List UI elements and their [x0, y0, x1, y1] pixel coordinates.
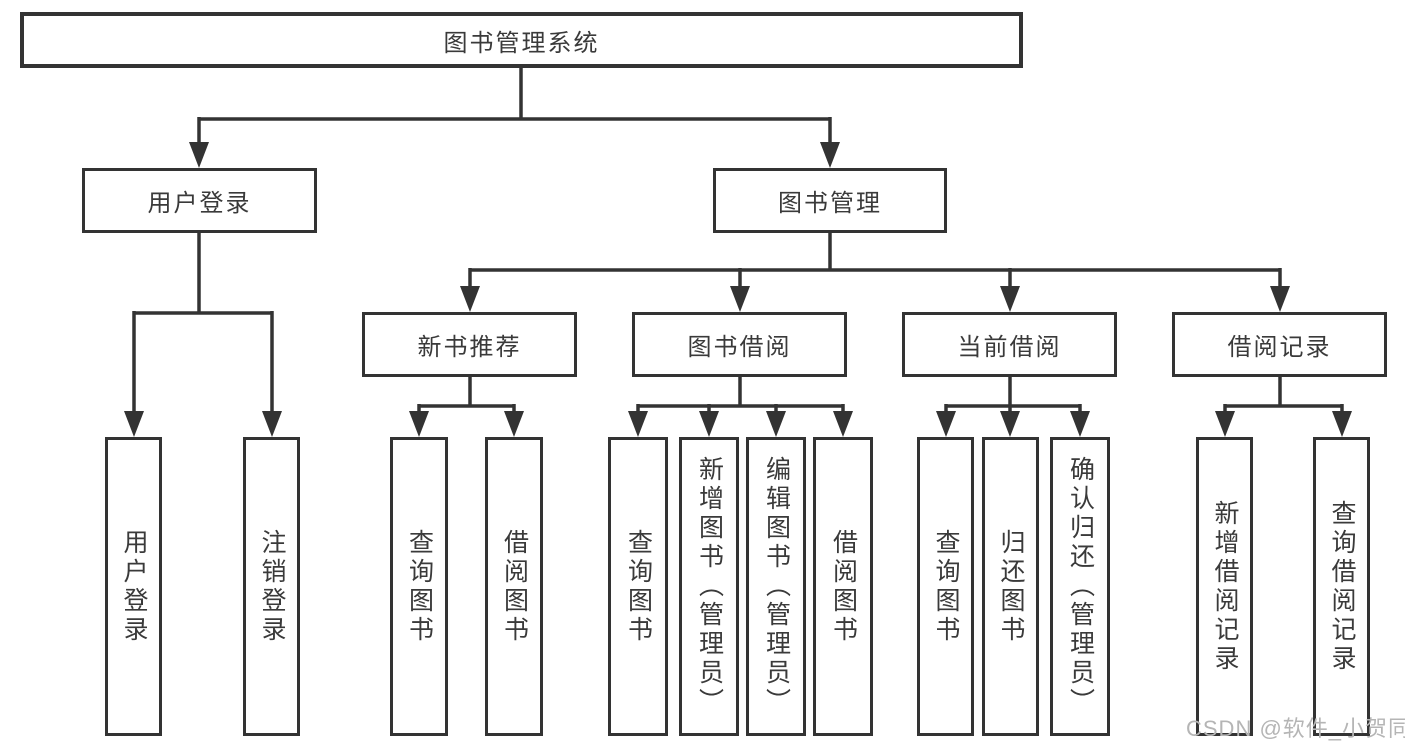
csdn-watermark: CSDN @软件_小贺同学	[1186, 716, 1405, 741]
node-book-management: 图书管理	[713, 168, 947, 233]
leaf-query-books-current: 查询图书	[917, 437, 974, 736]
node-current-borrowing: 当前借阅	[902, 312, 1117, 377]
node-book-borrowing: 图书借阅	[632, 312, 847, 377]
arrowheads	[124, 142, 1352, 437]
tree-edges	[132, 66, 1344, 414]
leaf-query-borrow-record-label: 查询借阅记录	[1328, 499, 1356, 674]
leaf-add-books-admin-label: 新增图书（管理员）	[695, 456, 724, 717]
leaf-return-books: 归还图书	[982, 437, 1039, 736]
node-user-login: 用户登录	[82, 168, 317, 233]
leaf-borrow-books-recommend: 借阅图书	[485, 437, 543, 736]
leaf-logout: 注销登录	[243, 437, 300, 736]
leaf-logout-label: 注销登录	[258, 528, 286, 645]
leaf-confirm-return-admin: 确认归还（管理员）	[1050, 437, 1110, 736]
node-new-book-recommend: 新书推荐	[362, 312, 577, 377]
leaf-query-books-borrowing: 查询图书	[608, 437, 668, 736]
leaf-add-books-admin: 新增图书（管理员）	[679, 437, 739, 736]
leaf-return-books-label: 归还图书	[997, 528, 1025, 645]
leaf-user-login: 用户登录	[105, 437, 162, 736]
leaf-query-books-current-label: 查询图书	[932, 528, 960, 645]
node-library-system: 图书管理系统	[20, 12, 1023, 68]
leaf-borrow-books-recommend-label: 借阅图书	[500, 528, 529, 645]
leaf-user-login-label: 用户登录	[120, 528, 148, 645]
leaf-add-borrow-record: 新增借阅记录	[1196, 437, 1253, 736]
leaf-confirm-return-admin-label: 确认归还（管理员）	[1066, 456, 1095, 717]
leaf-edit-books-admin-label: 编辑图书（管理员）	[762, 456, 791, 717]
leaf-query-borrow-record: 查询借阅记录	[1313, 437, 1370, 736]
leaf-borrow-books-borrowing-label: 借阅图书	[829, 528, 858, 645]
leaf-query-books-borrowing-label: 查询图书	[624, 528, 653, 645]
leaf-add-borrow-record-label: 新增借阅记录	[1211, 499, 1239, 674]
leaf-query-books-recommend: 查询图书	[390, 437, 448, 736]
node-borrowing-records: 借阅记录	[1172, 312, 1387, 377]
leaf-borrow-books-borrowing: 借阅图书	[813, 437, 873, 736]
leaf-edit-books-admin: 编辑图书（管理员）	[746, 437, 806, 736]
leaf-query-books-recommend-label: 查询图书	[405, 528, 434, 645]
